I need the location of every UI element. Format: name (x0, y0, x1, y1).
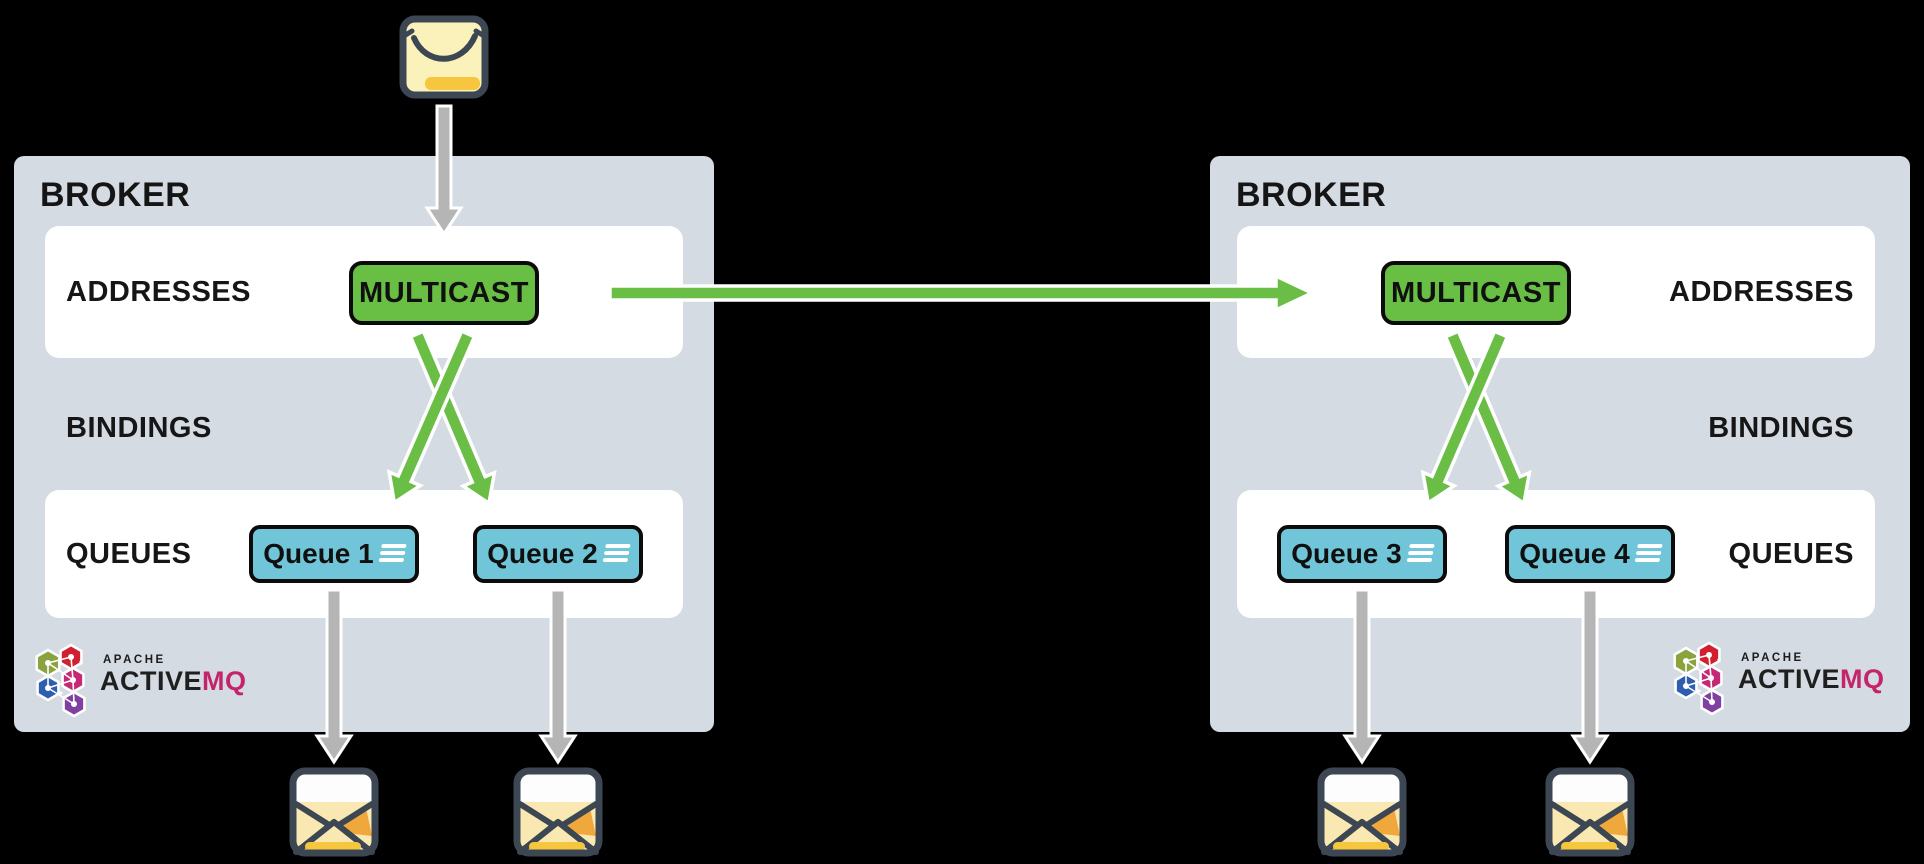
producer-message-arrow (424, 104, 464, 237)
multicast-address-node-right: MULTICAST (1381, 261, 1571, 325)
binding-arrow-queue4 (1420, 328, 1510, 506)
open-envelope-icon (513, 767, 603, 857)
queue-list-icon (602, 543, 631, 565)
queues-label: QUEUES (1728, 538, 1854, 570)
consumer-arrow-queue2 (538, 588, 578, 765)
mq-label: MQ (1840, 664, 1885, 694)
activemq-wordmark: APACHE ACTIVEMQ (1738, 652, 1885, 695)
consumer-arrow-queue1 (314, 588, 354, 765)
multicast-label: MULTICAST (1391, 276, 1561, 309)
apache-label: APACHE (103, 654, 166, 666)
activemq-hexagon-logo-icon (1673, 641, 1724, 716)
queue1-node: Queue 1 (249, 525, 419, 583)
binding-arrow-queue1 (408, 328, 497, 507)
queue4-node: Queue 4 (1505, 525, 1675, 583)
queue-list-icon (378, 543, 407, 565)
open-envelope-icon (1545, 767, 1635, 857)
closed-envelope-icon (399, 15, 489, 99)
queue3-node: Queue 3 (1277, 525, 1447, 583)
bindings-label: BINDINGS (66, 412, 212, 444)
broker-title: BROKER (1236, 176, 1387, 214)
mq-label: MQ (202, 666, 247, 696)
queue2-node: Queue 2 (473, 525, 643, 583)
activemq-hexagon-logo-icon (35, 643, 86, 718)
active-label: ACTIVE (100, 666, 203, 696)
queue-label: Queue 2 (487, 538, 598, 569)
multicast-label: MULTICAST (359, 276, 529, 309)
binding-arrow-queue2 (386, 328, 477, 506)
consumer-arrow-queue3 (1342, 588, 1382, 765)
federation-arrow (608, 273, 1317, 313)
queues-label: QUEUES (66, 538, 192, 570)
apache-label: APACHE (1741, 652, 1804, 664)
activemq-logo-left: APACHE ACTIVEMQ (28, 643, 247, 720)
addresses-label: ADDRESSES (1669, 276, 1854, 308)
binding-arrow-queue3 (1443, 328, 1532, 507)
consumer-arrow-queue4 (1570, 588, 1610, 765)
bindings-label: BINDINGS (1708, 412, 1854, 444)
open-envelope-icon (289, 767, 379, 857)
addresses-label: ADDRESSES (66, 276, 251, 308)
queue-label: Queue 4 (1519, 538, 1630, 569)
open-envelope-icon (1317, 767, 1407, 857)
queue-label: Queue 3 (1291, 538, 1402, 569)
broker-title: BROKER (40, 176, 191, 214)
queue-list-icon (1634, 543, 1663, 565)
multicast-address-node-left: MULTICAST (349, 261, 539, 325)
activemq-wordmark: APACHE ACTIVEMQ (100, 654, 247, 697)
active-label: ACTIVE (1738, 664, 1841, 694)
queue-list-icon (1406, 543, 1435, 565)
activemq-logo-right: APACHE ACTIVEMQ (1666, 641, 1885, 718)
queue-label: Queue 1 (263, 538, 374, 569)
